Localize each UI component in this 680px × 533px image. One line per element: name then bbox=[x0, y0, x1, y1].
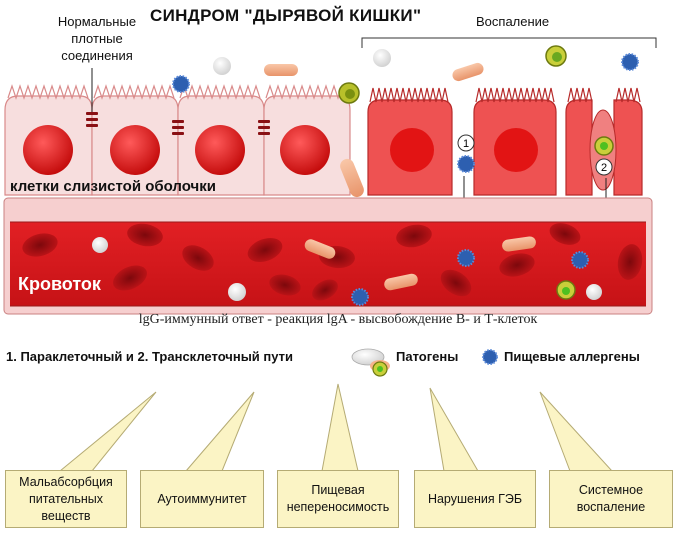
healthy-cell bbox=[263, 84, 351, 196]
pathways-label: 1. Параклеточный и 2. Трансклеточный пут… bbox=[6, 349, 294, 364]
pathogen bbox=[594, 136, 614, 156]
nucleus bbox=[390, 128, 434, 172]
consequence-bbb-disorders: Нарушения ГЭБ bbox=[414, 470, 536, 528]
white-particle bbox=[92, 237, 108, 253]
allergen bbox=[621, 53, 639, 71]
food-particle bbox=[340, 158, 364, 198]
pathogen bbox=[338, 82, 360, 104]
food-particle bbox=[452, 62, 484, 82]
allergen bbox=[571, 251, 589, 269]
healthy-cells bbox=[4, 84, 351, 196]
diagram-title: СИНДРОМ "ДЫРЯВОЙ КИШКИ" bbox=[150, 6, 422, 25]
food-particle bbox=[502, 236, 536, 252]
inflammation-bracket bbox=[361, 37, 657, 48]
white-particle bbox=[228, 283, 246, 301]
lumen-particles bbox=[172, 45, 639, 198]
nucleus bbox=[280, 125, 330, 175]
allergen bbox=[457, 249, 475, 267]
consequence-label: Аутоиммунитет bbox=[157, 491, 247, 506]
callout-pointers bbox=[58, 383, 614, 472]
inflammation-label: Воспаление bbox=[476, 14, 550, 29]
nucleus bbox=[23, 125, 73, 175]
svg-text:1: 1 bbox=[463, 138, 469, 150]
white-particle bbox=[373, 49, 391, 67]
bloodstream-label: Кровоток bbox=[18, 274, 101, 294]
mucosa-cells-label: клетки слизистой оболочки bbox=[10, 178, 216, 195]
tight-junctions bbox=[86, 112, 270, 135]
consequence-malabsorption: Мальабсорбция питательных веществ bbox=[5, 470, 127, 528]
allergen bbox=[351, 288, 369, 306]
consequence-label: Нарушения ГЭБ bbox=[427, 491, 523, 506]
food-particle bbox=[384, 273, 418, 291]
nucleus bbox=[195, 125, 245, 175]
healthy-cell bbox=[177, 84, 265, 196]
allergen bbox=[172, 75, 190, 93]
immune-response-label: lgG-иммунный ответ - реакция lgA - высво… bbox=[138, 312, 538, 327]
consequence-autoimmunity: Аутоиммунитет bbox=[140, 470, 264, 528]
normal-junctions-label: Нормальные плотные соединения bbox=[57, 14, 137, 63]
inflamed-cells bbox=[367, 87, 643, 196]
consequence-systemic-inflammation: Системное воспаление bbox=[549, 470, 673, 528]
svg-text:2: 2 bbox=[601, 162, 607, 174]
healthy-cell bbox=[91, 84, 179, 196]
pathogen bbox=[545, 45, 567, 67]
white-particle bbox=[586, 284, 602, 300]
food-particle bbox=[304, 239, 336, 259]
pathogens-legend-icon bbox=[351, 348, 390, 377]
inflamed-cell bbox=[473, 87, 557, 196]
allergen bbox=[457, 155, 475, 173]
consequence-label: Системное воспаление bbox=[576, 483, 646, 514]
consequence-label: Пищевая непереносимость bbox=[286, 483, 390, 514]
pathogen bbox=[556, 280, 576, 300]
consequence-food-intolerance: Пищевая непереносимость bbox=[277, 470, 399, 528]
white-particle bbox=[213, 57, 231, 75]
red-blood-cells bbox=[22, 223, 643, 301]
nucleus bbox=[110, 125, 160, 175]
nucleus bbox=[494, 128, 538, 172]
blood-particles bbox=[92, 236, 602, 306]
consequence-label: Мальабсорбция питательных веществ bbox=[19, 474, 113, 523]
allergen-legend-icon bbox=[482, 349, 498, 365]
inflamed-cell bbox=[367, 87, 453, 196]
pathogens-legend-label: Патогены bbox=[396, 349, 459, 364]
healthy-cell bbox=[4, 84, 93, 196]
food-particle bbox=[264, 64, 298, 76]
food-allergens-legend-label: Пищевые аллергены bbox=[504, 349, 640, 364]
